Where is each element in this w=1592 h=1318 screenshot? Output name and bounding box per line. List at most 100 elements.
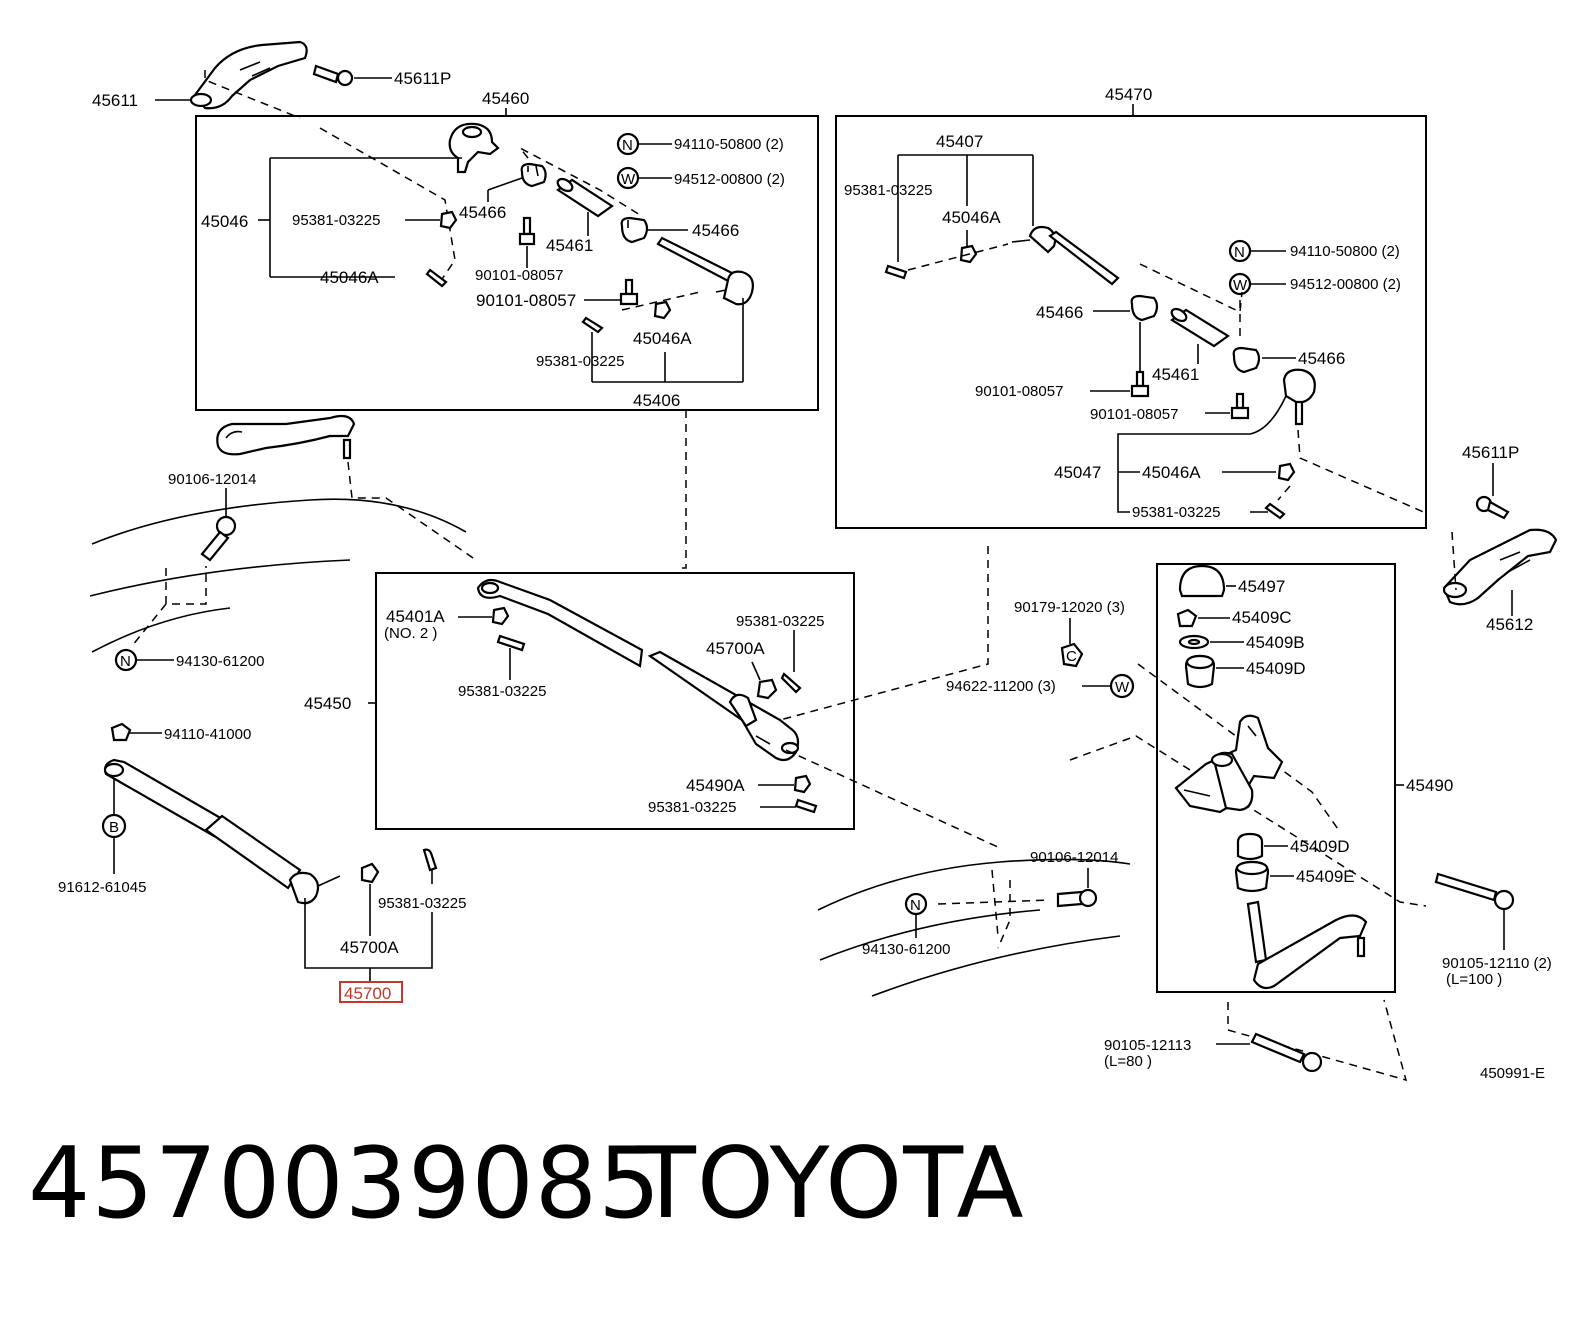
label-45047: 45047	[1054, 463, 1101, 482]
svg-text:W: W	[621, 171, 636, 188]
label-45466-d: 45466	[1298, 349, 1345, 368]
label-91612: 91612-61045	[58, 879, 146, 896]
nut-94110-41000	[110, 722, 132, 742]
diagram-code: 450991-E	[1480, 1065, 1545, 1082]
idler-arm-lower	[1246, 900, 1368, 990]
sleeve-45461-b	[1170, 307, 1230, 348]
castle-nut-45046a-a	[439, 210, 458, 230]
label-45401a: 45401A	[386, 607, 445, 626]
nut-45401a	[491, 606, 510, 626]
label-90106-a: 90106-12014	[168, 471, 256, 488]
bushing-45409d-a	[1184, 654, 1216, 689]
label-90106-b: 90106-12014	[1030, 849, 1118, 866]
label-45490a: 45490A	[686, 776, 745, 795]
bolt-45611p-top	[312, 64, 392, 87]
idler-arm-bracket-45490	[1174, 714, 1284, 814]
label-94130-a: 94130-61200	[176, 653, 264, 670]
bolt-90101-b	[619, 278, 639, 306]
svg-text:N: N	[1234, 244, 1245, 261]
clamp-45466-a	[520, 162, 547, 188]
bolt-90101-a	[518, 216, 536, 246]
label-45470: 45470	[1105, 85, 1152, 104]
tie-rod-end-45406	[656, 236, 754, 306]
box-45490	[1156, 563, 1396, 993]
box-45460	[195, 115, 819, 411]
label-90105-12113: 90105-12113	[1104, 1037, 1191, 1054]
w-symbol-right: W	[1228, 272, 1252, 296]
label-45461-b: 45461	[1152, 365, 1199, 384]
clamp-45466-b	[620, 216, 649, 244]
label-45460: 45460	[482, 89, 529, 108]
label-45611p-top: 45611P	[394, 69, 451, 88]
cotter-pin-d	[1264, 502, 1286, 520]
label-90101-a: 90101-08057	[475, 267, 563, 284]
pitman-arm-45611	[155, 40, 308, 110]
label-no2: (NO. 2 )	[384, 625, 437, 642]
cotter-pin-c	[884, 264, 908, 280]
bolt-45611p-right	[1475, 495, 1510, 520]
n-symbol-left: N	[616, 132, 640, 156]
idler-arm-upper-left	[216, 414, 356, 460]
label-94110-left: 94110-50800 (2)	[674, 136, 784, 153]
label-94512-right: 94512-00800 (2)	[1290, 276, 1401, 293]
label-45409d-a: 45409D	[1246, 659, 1306, 678]
label-94622: 94622-11200 (3)	[946, 678, 1056, 695]
label-45409c: 45409C	[1232, 608, 1292, 627]
label-94110-41000: 94110-41000	[164, 726, 251, 743]
label-45497: 45497	[1238, 577, 1285, 596]
relay-rod-45450	[476, 578, 800, 762]
dust-cap-45497	[1178, 564, 1226, 598]
label-45046a-b: 45046A	[633, 329, 692, 348]
svg-text:W: W	[1233, 277, 1248, 294]
box-45450	[375, 572, 855, 830]
label-95381-f: 95381-03225	[736, 613, 824, 630]
svg-text:N: N	[622, 137, 633, 154]
label-95381-e: 95381-03225	[458, 683, 546, 700]
svg-text:W: W	[1115, 679, 1130, 696]
label-45466-a: 45466	[459, 203, 506, 222]
label-45409e: 45409E	[1296, 867, 1355, 886]
cotter-pin-f	[780, 672, 802, 694]
bolt-90105-12113	[1250, 1032, 1323, 1073]
label-45700a-b: 45700A	[340, 938, 399, 957]
clamp-45466-c	[1130, 294, 1159, 322]
label-45612: 45612	[1486, 615, 1533, 634]
label-95381-c: 95381-03225	[844, 182, 932, 199]
label-45466-b: 45466	[692, 221, 739, 240]
label-45046a-a: 45046A	[320, 268, 379, 287]
castle-nut-45046a-b	[653, 300, 672, 320]
label-94512-left: 94512-00800 (2)	[674, 171, 785, 188]
w-symbol-94622: W	[1109, 673, 1135, 699]
pitman-arm-45612	[1442, 528, 1558, 606]
label-45409d-b: 45409D	[1290, 837, 1350, 856]
n-symbol-94130-b: N	[904, 892, 928, 916]
cotter-pin-b	[581, 316, 604, 334]
label-45450: 45450	[304, 694, 351, 713]
label-90101-c: 90101-08057	[975, 383, 1063, 400]
label-45490: 45490	[1406, 776, 1453, 795]
steering-damper-45700	[103, 758, 341, 905]
label-95381-d: 95381-03225	[1132, 504, 1220, 521]
castle-nut-45046a-d	[1277, 462, 1296, 482]
nut-45700a-b	[360, 862, 380, 884]
label-94110-right: 94110-50800 (2)	[1290, 243, 1400, 260]
label-95381-b: 95381-03225	[536, 353, 624, 370]
n-symbol-94130-a: N	[114, 648, 138, 672]
label-90101-d: 90101-08057	[1090, 406, 1178, 423]
label-45046a-d: 45046A	[1142, 463, 1201, 482]
nut-45409c	[1176, 608, 1198, 628]
cotter-pin-e	[496, 634, 526, 652]
svg-text:B: B	[109, 819, 119, 836]
label-94130-b: 94130-61200	[862, 941, 950, 958]
c-symbol-nut: C	[1060, 642, 1084, 668]
label-45700a-a: 45700A	[706, 639, 765, 658]
label-95381-a: 95381-03225	[292, 212, 380, 229]
label-45046a-c: 45046A	[942, 208, 1001, 227]
label-95381-g: 95381-03225	[648, 799, 736, 816]
label-90105-12110: 90105-12110 (2)	[1442, 955, 1552, 972]
clamp-45466-d	[1232, 346, 1261, 374]
bolt-90101-c	[1130, 370, 1150, 398]
cotter-pin-h	[422, 848, 438, 872]
label-45611: 45611	[92, 91, 138, 110]
